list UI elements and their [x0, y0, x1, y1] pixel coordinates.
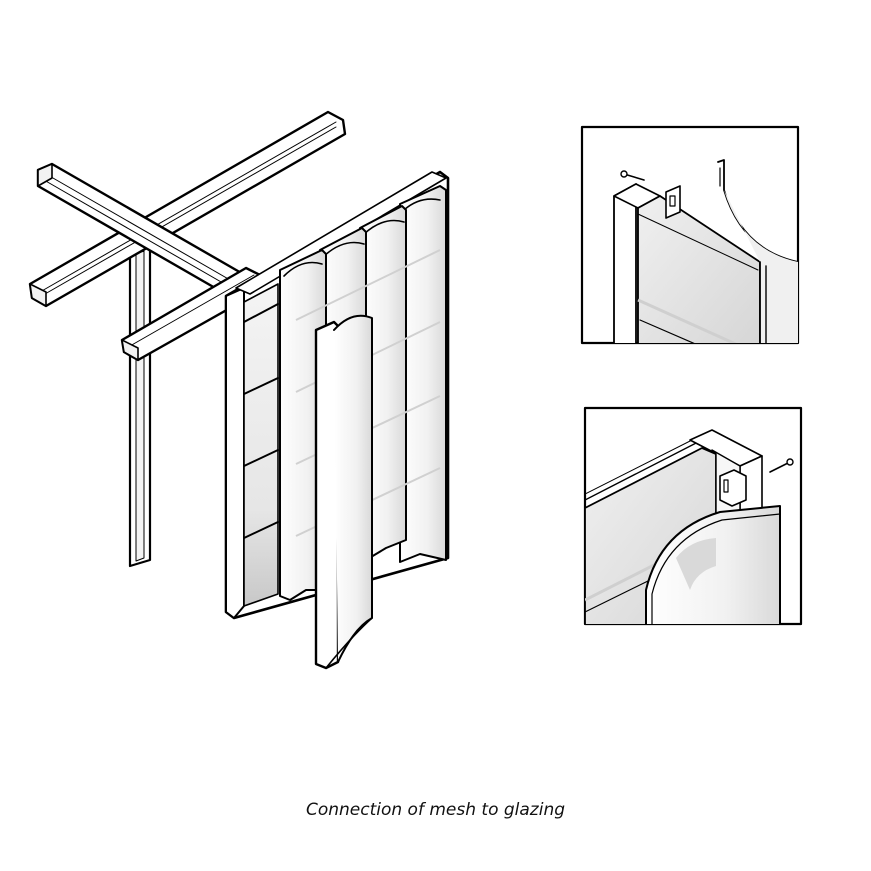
mesh-panels	[279, 185, 447, 670]
steel-beam-upper	[28, 110, 347, 308]
steel-column	[128, 242, 152, 568]
figure-caption: Connection of mesh to glazing	[305, 800, 566, 820]
detail-top-connection	[580, 125, 800, 345]
axonometric-facade-assembly	[28, 110, 450, 670]
detail-bottom-connection	[583, 406, 803, 626]
